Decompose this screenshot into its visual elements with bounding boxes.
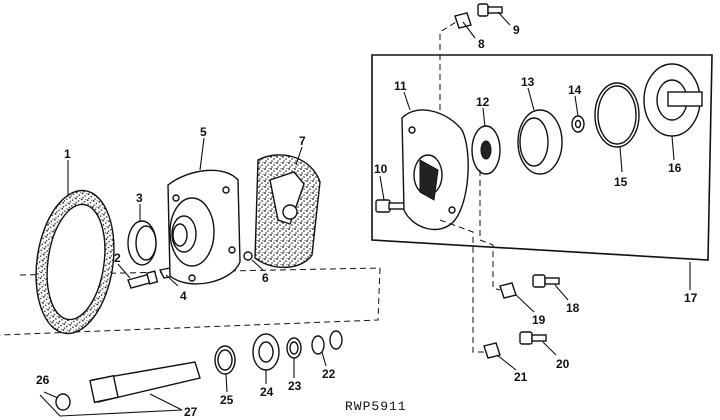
alignment-lines	[439, 21, 501, 353]
callout-6: 6	[262, 271, 269, 285]
bolt-part-10	[375, 199, 406, 213]
callout-5: 5	[200, 125, 207, 139]
callout-24: 24	[260, 385, 274, 399]
gear-part-12	[471, 125, 501, 175]
callout-4: 4	[180, 289, 187, 303]
callout-3: 3	[136, 191, 143, 205]
leader-lines	[39, 11, 691, 417]
pump-body-part-5	[167, 169, 241, 285]
callout-17: 17	[684, 291, 698, 305]
callout-8: 8	[478, 37, 485, 51]
reference-code: RWP5911	[345, 399, 407, 414]
bolt-part-2	[127, 270, 159, 289]
gasket-ring-part-1	[35, 189, 115, 335]
callout-2: 2	[114, 251, 121, 265]
ring-part-25	[214, 345, 236, 375]
bolt-part-9	[477, 3, 503, 17]
callout-25: 25	[220, 393, 234, 407]
pump-assembly-outline	[371, 54, 713, 261]
callout-7: 7	[299, 134, 306, 148]
gasket-plate-part-7	[254, 154, 321, 268]
o-ring-part-15	[594, 82, 640, 148]
callout-20: 20	[556, 357, 570, 371]
callout-10: 10	[374, 162, 388, 176]
bushing-part-26	[55, 393, 71, 411]
ball-part-6	[243, 251, 253, 261]
hub-part-16	[643, 63, 703, 137]
callout-27: 27	[184, 405, 198, 419]
pump-cover-part-11	[401, 109, 469, 231]
callout-12: 12	[476, 95, 490, 109]
callout-21: 21	[514, 370, 528, 384]
callout-19: 19	[532, 313, 546, 327]
callout-9: 9	[513, 23, 520, 37]
bearing-part-24	[252, 333, 280, 371]
callout-14: 14	[568, 83, 582, 97]
rotor-part-13	[517, 109, 563, 175]
clip-part-21	[483, 342, 501, 359]
callout-13: 13	[521, 75, 535, 89]
shaft-part-27	[89, 361, 201, 404]
callout-11: 11	[394, 79, 407, 93]
bolt-part-20	[519, 331, 547, 345]
washer-part-14	[571, 115, 585, 133]
callout-18: 18	[566, 301, 580, 315]
callout-22: 22	[322, 367, 336, 381]
ring-part-23	[286, 337, 302, 359]
clip-part-19	[499, 282, 517, 299]
clip-bracket-part-8	[454, 12, 472, 29]
callout-labels: 1 2 3 4 5 6 7 8 9 10 11 12 13 14 15 16 1…	[36, 23, 698, 419]
bolt-part-18	[532, 274, 560, 288]
callout-15: 15	[614, 175, 628, 189]
callout-16: 16	[668, 161, 682, 175]
callout-23: 23	[288, 379, 302, 393]
callout-26: 26	[36, 373, 50, 387]
snap-rings-part-22	[311, 330, 343, 355]
seal-part-3	[127, 220, 157, 266]
callout-1: 1	[64, 147, 71, 161]
